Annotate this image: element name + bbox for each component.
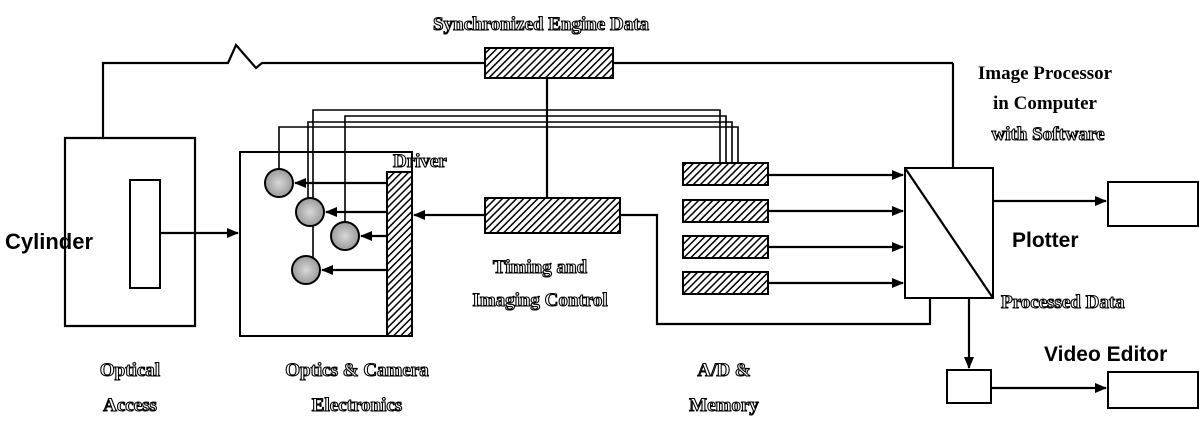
label-image-processor-1: Image Processor <box>978 63 1113 84</box>
label-engine-data: Synchronized Engine Data <box>433 14 650 35</box>
label-optics-2: Electronics <box>312 395 402 416</box>
label-image-processor-2: in Computer <box>993 93 1098 114</box>
label-ad-2: Memory <box>689 395 759 416</box>
label-timing-2: Imaging Control <box>472 290 607 311</box>
ad-memory-block-1 <box>682 162 769 186</box>
video-editor-box <box>1107 371 1199 409</box>
timing-control-block <box>484 197 621 234</box>
ad-memory-block-3 <box>682 235 769 259</box>
camera-4 <box>291 255 321 285</box>
label-timing-1: Timing and <box>493 257 588 278</box>
cylinder-outline <box>63 136 197 328</box>
camera-2 <box>295 197 325 227</box>
engine-data-wire <box>101 42 485 138</box>
ad-memory-block-4 <box>682 271 769 295</box>
processor-diagonal <box>904 167 994 299</box>
label-optical-2: Access <box>103 395 157 416</box>
label-optics-1: Optics & Camera <box>285 360 429 381</box>
plotter-box <box>1107 181 1199 227</box>
optical-window <box>129 179 161 289</box>
recorder-box <box>946 369 992 404</box>
camera-3 <box>330 221 360 251</box>
label-plotter: Plotter <box>1012 229 1079 252</box>
ad-memory-block-2 <box>682 199 769 223</box>
label-processed-data: Processed Data <box>1001 292 1125 313</box>
label-video-editor: Video Editor <box>1044 343 1167 366</box>
label-image-processor-3: with Software <box>991 124 1104 145</box>
engine-data-block <box>484 47 614 79</box>
camera-1 <box>264 168 294 198</box>
driver-bar <box>386 171 413 337</box>
label-ad-1: A/D & <box>697 360 750 381</box>
label-driver: Driver <box>393 151 447 172</box>
label-optical-1: Optical <box>100 360 160 381</box>
label-cylinder: Cylinder <box>5 229 93 254</box>
timing-to-processor-wire <box>620 213 932 326</box>
